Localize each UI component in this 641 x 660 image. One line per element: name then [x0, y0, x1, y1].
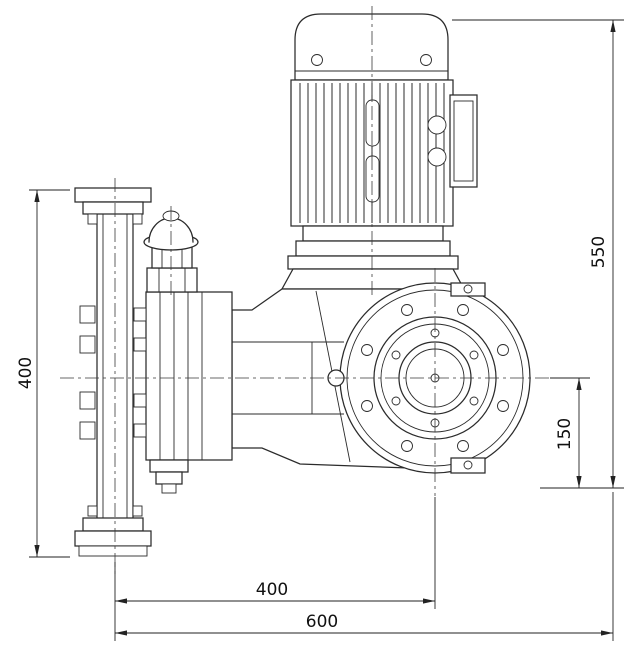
centerlines: [60, 6, 552, 575]
valve-hex-lower: [146, 267, 198, 293]
bottom-flange: [74, 530, 152, 547]
top-flange: [74, 187, 152, 203]
motor-base-ring: [302, 225, 444, 242]
head-bolts: [79, 305, 147, 440]
dimension-center-span: 400: [114, 497, 436, 609]
terminal-box: [449, 94, 478, 188]
terminal-box-inner: [453, 100, 474, 182]
dim-overall-width-label: 600: [306, 612, 338, 632]
motor-slot-upper: [365, 99, 380, 147]
dimension-left-height: 400: [16, 189, 70, 558]
fan-cover-screw-right: [420, 54, 432, 66]
pump-head: [79, 291, 233, 494]
motor-boss-lower: [427, 147, 447, 167]
manifold-pipe: [74, 187, 152, 557]
dim-left-height-label: 400: [16, 357, 36, 389]
motor-boss-upper: [427, 115, 447, 135]
motor-fan-cover: [294, 13, 449, 81]
adapter-plate: [287, 255, 459, 270]
dim-center-span-label: 400: [256, 580, 288, 600]
motor-slot-lower: [365, 155, 380, 203]
fan-cover-screw-left: [311, 54, 323, 66]
dim-overall-height-label: 550: [589, 236, 609, 268]
rim-bolts: [361, 304, 509, 452]
dimension-overall-width: 600: [114, 492, 614, 641]
motor-flange: [295, 240, 451, 257]
dimension-overall-height: 550: [452, 19, 624, 489]
head-stack: [145, 291, 233, 461]
drain-valve: [149, 459, 189, 494]
dim-center-height-label: 150: [555, 418, 575, 450]
dimension-center-height: 150: [550, 377, 590, 488]
motor: [280, 13, 478, 290]
